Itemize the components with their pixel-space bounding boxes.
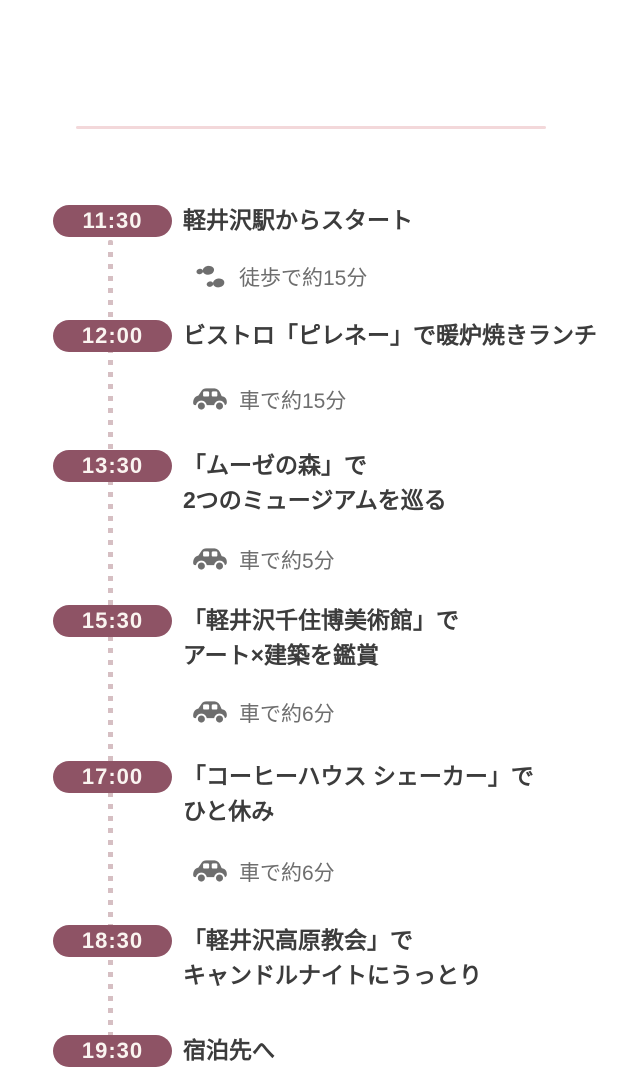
entry-title-line: 軽井沢駅からスタート bbox=[183, 207, 413, 233]
entry-title-line: 「軽井沢高原教会」で bbox=[183, 927, 413, 953]
timeline-entry: 17:00 「コーヒーハウス シェーカー」で ひと休み bbox=[0, 761, 621, 824]
timeline-entry: 12:00 ビストロ「ピレネー」で暖炉焼きランチ bbox=[0, 320, 621, 354]
transit-label: 車で約6分 bbox=[239, 862, 335, 885]
time-badge: 13:30 bbox=[53, 450, 172, 482]
entry-title-line: 宿泊先へ bbox=[183, 1037, 275, 1063]
entry-title: 軽井沢駅からスタート bbox=[183, 203, 413, 238]
entry-title: 「コーヒーハウス シェーカー」で ひと休み bbox=[183, 759, 534, 829]
car-icon bbox=[191, 698, 229, 728]
entry-title-line: 「ムーゼの森」で bbox=[183, 452, 367, 478]
entry-title-line: 「コーヒーハウス シェーカー」で bbox=[183, 763, 534, 789]
entry-title-line: ひと休み bbox=[183, 798, 275, 824]
time-badge: 11:30 bbox=[53, 205, 172, 237]
transit-row: 車で約15分 bbox=[191, 383, 346, 417]
section-divider-line bbox=[76, 126, 546, 129]
time-badge: 15:30 bbox=[53, 605, 172, 637]
footsteps-icon bbox=[191, 262, 229, 292]
entry-title: 宿泊先へ bbox=[183, 1033, 275, 1068]
transit-row: 車で約6分 bbox=[191, 855, 335, 889]
entry-title-line: 2つのミュージアムを巡る bbox=[183, 487, 447, 513]
timeline-dotted-line bbox=[108, 240, 113, 1038]
timeline-entry: 18:30 「軽井沢高原教会」で キャンドルナイトにうっとり bbox=[0, 925, 621, 988]
entry-title: 「軽井沢千住博美術館」で アート×建築を鑑賞 bbox=[183, 603, 459, 673]
time-badge: 19:30 bbox=[53, 1035, 172, 1067]
time-badge: 18:30 bbox=[53, 925, 172, 957]
time-label: 11:30 bbox=[82, 208, 143, 233]
transit-label: 車で約5分 bbox=[239, 550, 335, 573]
transit-row: 車で約5分 bbox=[191, 543, 335, 577]
car-icon bbox=[191, 545, 229, 575]
entry-title: ビストロ「ピレネー」で暖炉焼きランチ bbox=[183, 318, 597, 353]
transit-label: 徒歩で約15分 bbox=[239, 267, 368, 290]
car-icon bbox=[191, 385, 229, 415]
transit-label: 車で約6分 bbox=[239, 703, 335, 726]
transit-row: 車で約6分 bbox=[191, 696, 335, 730]
timeline-entry: 19:30 宿泊先へ bbox=[0, 1035, 621, 1069]
time-label: 19:30 bbox=[81, 1038, 144, 1063]
time-label: 17:00 bbox=[81, 764, 144, 789]
time-badge: 17:00 bbox=[53, 761, 172, 793]
entry-title-line: キャンドルナイトにうっとり bbox=[183, 962, 482, 988]
time-label: 13:30 bbox=[81, 453, 144, 478]
time-badge: 12:00 bbox=[53, 320, 172, 352]
entry-title: 「軽井沢高原教会」で キャンドルナイトにうっとり bbox=[183, 923, 482, 993]
transit-row: 徒歩で約15分 bbox=[191, 260, 367, 294]
time-label: 18:30 bbox=[81, 928, 144, 953]
time-label: 15:30 bbox=[81, 608, 144, 633]
entry-title-line: アート×建築を鑑賞 bbox=[183, 642, 380, 668]
time-label: 12:00 bbox=[81, 323, 144, 348]
entry-title-line: ビストロ「ピレネー」で暖炉焼きランチ bbox=[183, 322, 597, 348]
timeline-entry: 11:30 軽井沢駅からスタート bbox=[0, 205, 621, 239]
timeline-entry: 13:30 「ムーゼの森」で 2つのミュージアムを巡る bbox=[0, 450, 621, 513]
car-icon bbox=[191, 857, 229, 887]
entry-title: 「ムーゼの森」で 2つのミュージアムを巡る bbox=[183, 448, 447, 518]
timeline-entry: 15:30 「軽井沢千住博美術館」で アート×建築を鑑賞 bbox=[0, 605, 621, 668]
transit-label: 車で約15分 bbox=[239, 390, 347, 413]
entry-title-line: 「軽井沢千住博美術館」で bbox=[183, 607, 459, 633]
